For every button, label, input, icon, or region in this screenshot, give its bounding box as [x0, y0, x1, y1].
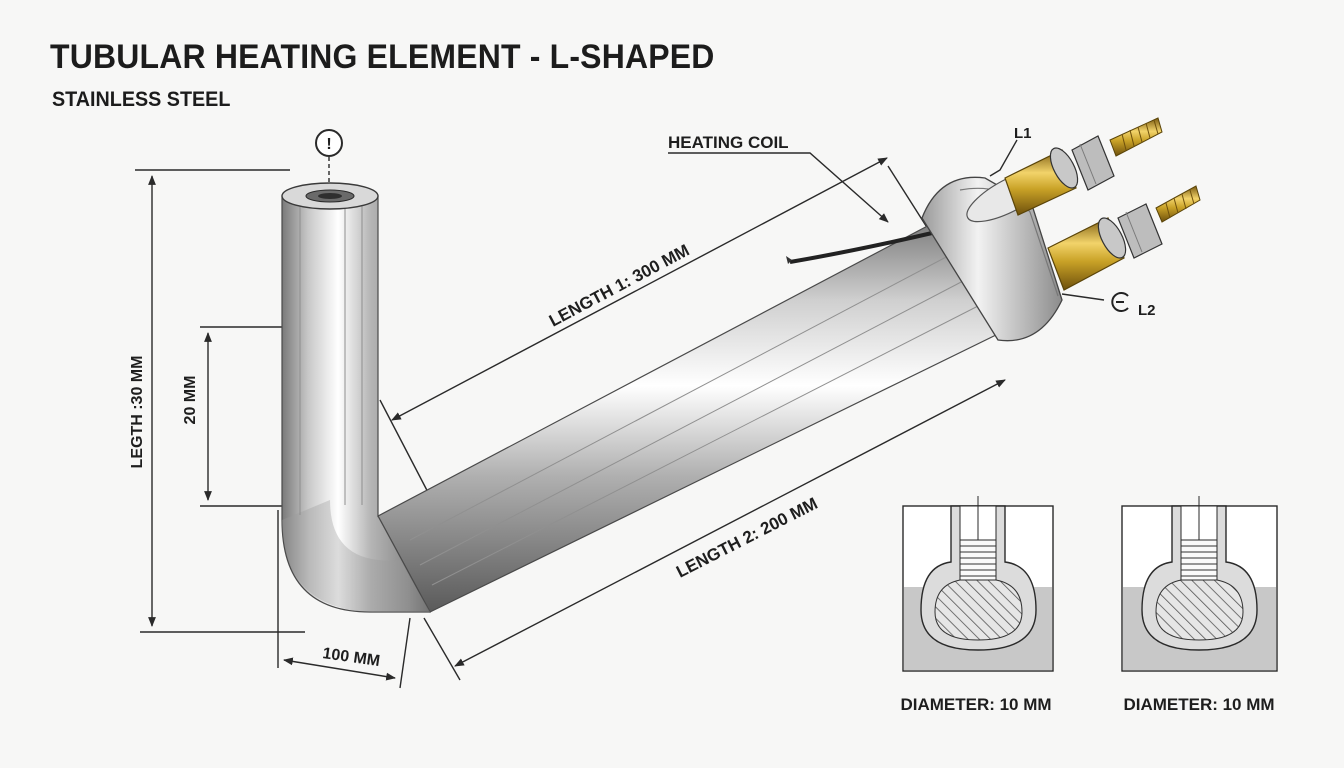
heating-coil-label: HEATING COIL — [668, 133, 789, 152]
l2-symbol-icon — [1111, 292, 1129, 312]
l1-label: L1 — [1014, 125, 1032, 142]
length-1-label: LENGTH 1: 300 MM — [546, 241, 693, 331]
top-marker: ! — [315, 129, 343, 157]
top-marker-label: ! — [326, 136, 331, 153]
page-subtitle: STAINLESS STEEL — [52, 88, 231, 111]
terminal-l2 — [1047, 185, 1201, 291]
page-title: TUBULAR HEATING ELEMENT - L-SHAPED — [50, 38, 715, 76]
cross-section-2: DIAMETER: 10 MM — [1121, 496, 1278, 714]
dimension-lines — [135, 139, 1105, 689]
section-2-caption: DIAMETER: 10 MM — [1123, 695, 1274, 714]
section-1-caption: DIAMETER: 10 MM — [900, 695, 1051, 714]
inner-length-label: 20 MM — [182, 376, 199, 425]
tubular-element — [281, 182, 1001, 613]
l2-label: L2 — [1138, 302, 1156, 319]
length-2-label: LENGTH 2: 200 MM — [673, 494, 820, 582]
terminal-l1 — [1004, 117, 1163, 216]
cross-section-1: DIAMETER: 10 MM — [900, 496, 1054, 714]
bend-width-label: 100 MM — [321, 645, 381, 670]
vertical-length-label: LEGTH :30 MM — [129, 356, 146, 469]
lead-wire — [789, 228, 946, 264]
